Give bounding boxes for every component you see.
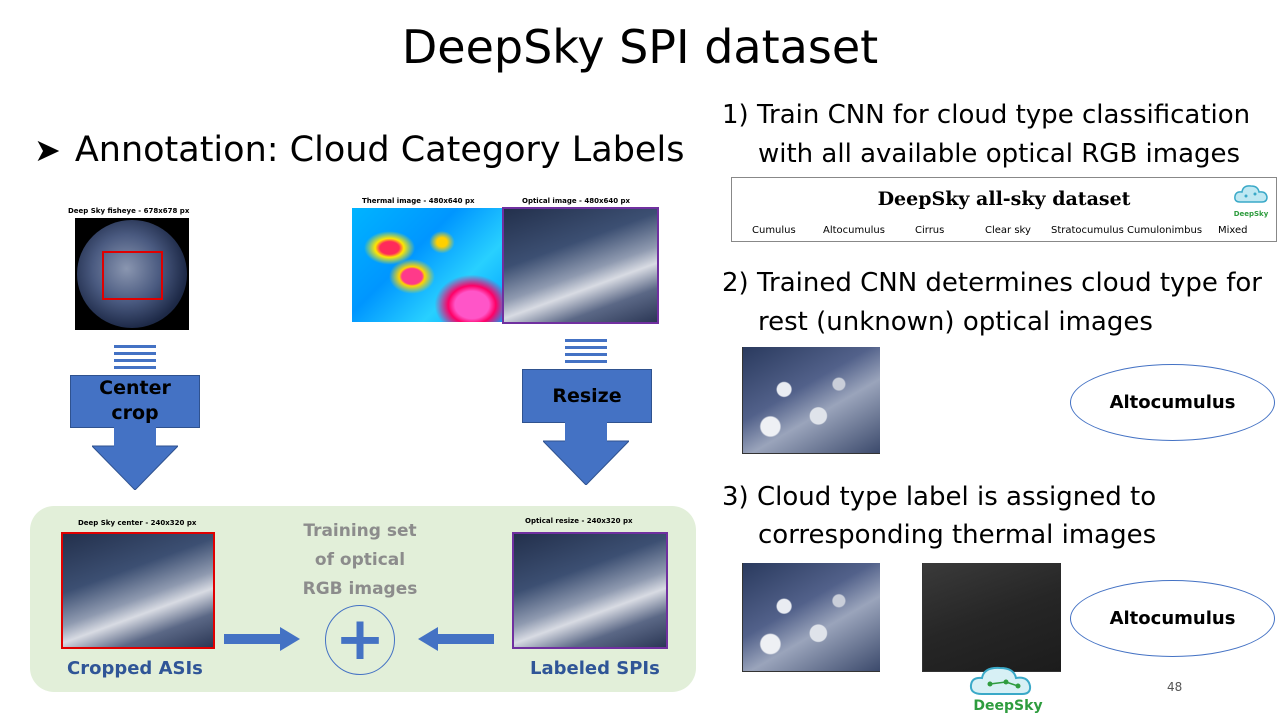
section-heading-text: Annotation: Cloud Category Labels — [74, 130, 685, 170]
fisheye-sky — [77, 220, 187, 328]
arrow-stripe — [565, 339, 607, 342]
fisheye-caption: Deep Sky fisheye - 678x678 px — [68, 207, 190, 215]
arrow-stripe — [114, 352, 156, 355]
step-3-line-2: corresponding thermal images — [758, 520, 1157, 550]
step-2-line-1: 2) Trained CNN determines cloud type for — [722, 268, 1262, 298]
dataset-banner: DeepSky all-sky dataset Cumulus Altocumu… — [731, 177, 1277, 242]
center-crop-label-line2: crop — [111, 402, 159, 424]
cropped-asi-image — [61, 532, 215, 649]
plus-circle-icon: + — [325, 605, 395, 675]
thermal-caption: Thermal image - 480x640 px — [362, 197, 475, 205]
cloud-logo-icon — [969, 666, 1032, 695]
crop-region-box — [102, 251, 163, 300]
arrow-bullet-icon: ➤ — [34, 131, 61, 169]
center-crop-arrow-head — [92, 426, 178, 490]
deepsky-logo-footer-text: DeepSky — [973, 698, 1043, 714]
cloud-logo-icon — [1234, 185, 1268, 203]
arrow-stripe — [114, 359, 156, 362]
step-2-line-2: rest (unknown) optical images — [758, 307, 1153, 337]
thermal-result-plot — [922, 563, 1061, 672]
section-heading: ➤ Annotation: Cloud Category Labels — [34, 130, 684, 170]
arrow-stripe — [565, 353, 607, 356]
training-set-label: Training set of optical RGB images — [290, 517, 430, 604]
center-crop-box: Center crop — [70, 375, 200, 428]
deepsky-logo-small: DeepSky — [1232, 182, 1270, 220]
category-cumulonimbus: Cumulonimbus — [1127, 225, 1203, 236]
category-altocumulus: Altocumulus — [823, 225, 885, 236]
resize-arrow-head — [543, 421, 629, 485]
deepsky-logo-footer: DeepSky — [968, 664, 1048, 714]
step-1-line-1: 1) Train CNN for cloud type classificati… — [722, 100, 1251, 130]
category-cumulus: Cumulus — [752, 225, 796, 236]
training-line-1: Training set — [303, 521, 417, 541]
page-number: 48 — [1167, 680, 1183, 694]
labeled-spis-label: Labeled SPIs — [530, 658, 660, 679]
labeled-spi-image — [512, 532, 668, 649]
resize-caption: Optical resize - 240x320 px — [525, 517, 633, 525]
unknown-optical-plot — [742, 347, 880, 454]
optical-result-plot — [742, 563, 880, 672]
result-1-ellipse: Altocumulus — [1070, 364, 1275, 441]
arrow-stripe — [565, 346, 607, 349]
dataset-title: DeepSky all-sky dataset — [877, 188, 1131, 210]
category-stratocumulus: Stratocumulus — [1051, 225, 1124, 236]
arrow-stripe — [114, 366, 156, 369]
right-arrow-icon — [224, 627, 300, 651]
step-1-line-2: with all available optical RGB images — [758, 139, 1241, 169]
thermal-image — [352, 208, 502, 322]
resize-box: Resize — [522, 369, 652, 423]
left-arrow-icon — [418, 627, 494, 651]
optical-image — [502, 207, 659, 324]
center-caption: Deep Sky center - 240x320 px — [78, 519, 197, 527]
training-line-3: RGB images — [302, 579, 418, 599]
step-3-line-1: 3) Cloud type label is assigned to — [722, 482, 1157, 512]
result-2-ellipse: Altocumulus — [1070, 580, 1275, 657]
cropped-asis-label: Cropped ASIs — [67, 658, 203, 679]
slide-title: DeepSky SPI dataset — [401, 20, 879, 74]
fisheye-image — [75, 218, 189, 330]
category-cirrus: Cirrus — [915, 225, 945, 236]
arrow-stripe — [565, 360, 607, 363]
arrow-stripe — [114, 345, 156, 348]
category-clear-sky: Clear sky — [985, 225, 1031, 236]
center-crop-label-line1: Center — [99, 377, 171, 399]
optical-caption: Optical image - 480x640 px — [522, 197, 631, 205]
category-mixed: Mixed — [1218, 225, 1248, 236]
deepsky-logo-small-text: DeepSky — [1233, 210, 1269, 218]
training-line-2: of optical — [314, 550, 406, 570]
